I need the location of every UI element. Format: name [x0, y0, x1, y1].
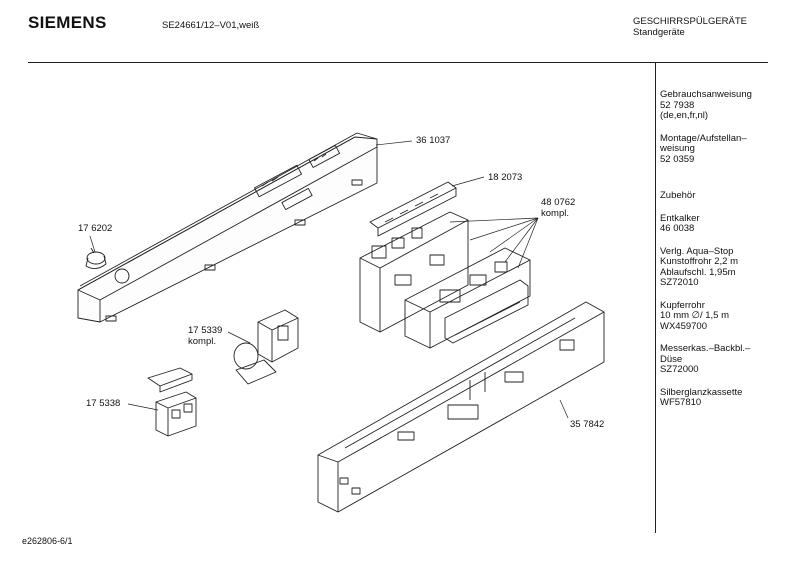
sidebar-divider: [655, 62, 656, 533]
leader-line: [375, 140, 413, 146]
callout-48-0762: 48 0762 kompl.: [541, 197, 576, 219]
leader-line: [469, 217, 539, 241]
list-item-line: Ablaufschl. 1,95m: [660, 266, 736, 278]
leader-line: [227, 331, 251, 344]
list-item-line: 10 mm ∅/ 1,5 m: [660, 310, 729, 321]
category: GESCHIRRSPÜLGERÄTE Standgeräte: [633, 16, 747, 38]
list-item: Montage/Aufstellan– weisung 52 0359: [660, 132, 790, 166]
list-item-line: Verlg. Aqua–Stop: [660, 245, 734, 257]
knob-part: [85, 247, 107, 269]
callout-17-5339: 17 5339 kompl.: [188, 325, 223, 347]
list-item-line: weisung: [660, 143, 695, 154]
document-id: e262806-6/1: [22, 536, 73, 546]
list-item-line: Kupferrohr: [660, 299, 705, 311]
list-item-line: Silberglanzkassette: [660, 386, 743, 398]
leader-line: [559, 399, 569, 419]
leader-line: [127, 403, 159, 411]
list-item-line: 52 7938: [660, 99, 695, 111]
callout-17-6202: 17 6202: [78, 223, 113, 234]
model-number: SE24661/12–V01,weiß: [162, 20, 260, 31]
list-item-line: WF57810: [660, 397, 702, 408]
callout-suffix: kompl.: [188, 335, 216, 347]
list-item: Silberglanzkassette WF57810: [660, 386, 790, 409]
list-item: Gebrauchsanweisung 52 7938 (de,en,fr,nl): [660, 89, 790, 122]
accessory-list: Gebrauchsanweisung 52 7938 (de,en,fr,nl)…: [660, 89, 790, 421]
list-item-line: Entkalker: [660, 212, 700, 224]
callout-17-5338: 17 5338: [86, 398, 121, 409]
callout-suffix: kompl.: [541, 207, 569, 219]
leader-line: [451, 176, 485, 187]
list-item-line: Zubehör: [660, 190, 696, 201]
list-item-line: SZ72000: [660, 364, 699, 375]
brand-logo: SIEMENS: [28, 13, 107, 32]
callout-35-7842: 35 7842: [570, 419, 605, 430]
callout-36-1037: 36 1037: [416, 135, 451, 146]
list-item-line: WX459700: [660, 320, 708, 332]
leader-line: [489, 217, 539, 253]
list-item-line: (de,en,fr,nl): [660, 110, 709, 121]
panel-base-tray: [317, 301, 605, 513]
callout-number: 48 0762: [541, 197, 576, 208]
list-item-line: Kunstoffrohr 2,2 m: [660, 256, 738, 267]
leader-line: [517, 217, 539, 269]
leader-line: [504, 217, 539, 263]
callout-18-2073: 18 2073: [488, 172, 523, 183]
electronic-module: [359, 211, 531, 349]
list-item-line: Messerkas.–Backbl.–: [660, 343, 751, 354]
door-switch-assembly: [233, 309, 299, 385]
switch-part: [147, 367, 197, 437]
category-subtitle: Standgeräte: [633, 27, 685, 38]
list-item-line: Gebrauchsanweisung: [660, 89, 752, 100]
list-item-line: 46 0038: [660, 223, 695, 234]
leader-line: [449, 217, 539, 223]
list-item-line: SZ72010: [660, 277, 699, 288]
callout-number: 17 5339: [188, 325, 223, 336]
list-item-line: Düse: [660, 353, 683, 365]
button-strip: [369, 181, 457, 237]
list-item: Zubehör: [660, 190, 790, 202]
control-panel-fascia: [77, 132, 378, 323]
category-title: GESCHIRRSPÜLGERÄTE: [633, 16, 748, 27]
list-item: Entkalker 46 0038: [660, 212, 790, 235]
list-item-line: 52 0359: [660, 153, 695, 165]
list-item: Verlg. Aqua–Stop Kunstoffrohr 2,2 m Abla…: [660, 245, 790, 289]
list-item: Messerkas.–Backbl.– Düse SZ72000: [660, 343, 790, 376]
leader-lines: [89, 140, 569, 419]
header-divider: [28, 62, 768, 63]
list-item: Kupferrohr 10 mm ∅/ 1,5 m WX459700: [660, 299, 790, 333]
leader-line: [89, 235, 96, 253]
list-item-line: Montage/Aufstellan–: [660, 132, 747, 144]
exploded-diagram: [77, 132, 605, 513]
